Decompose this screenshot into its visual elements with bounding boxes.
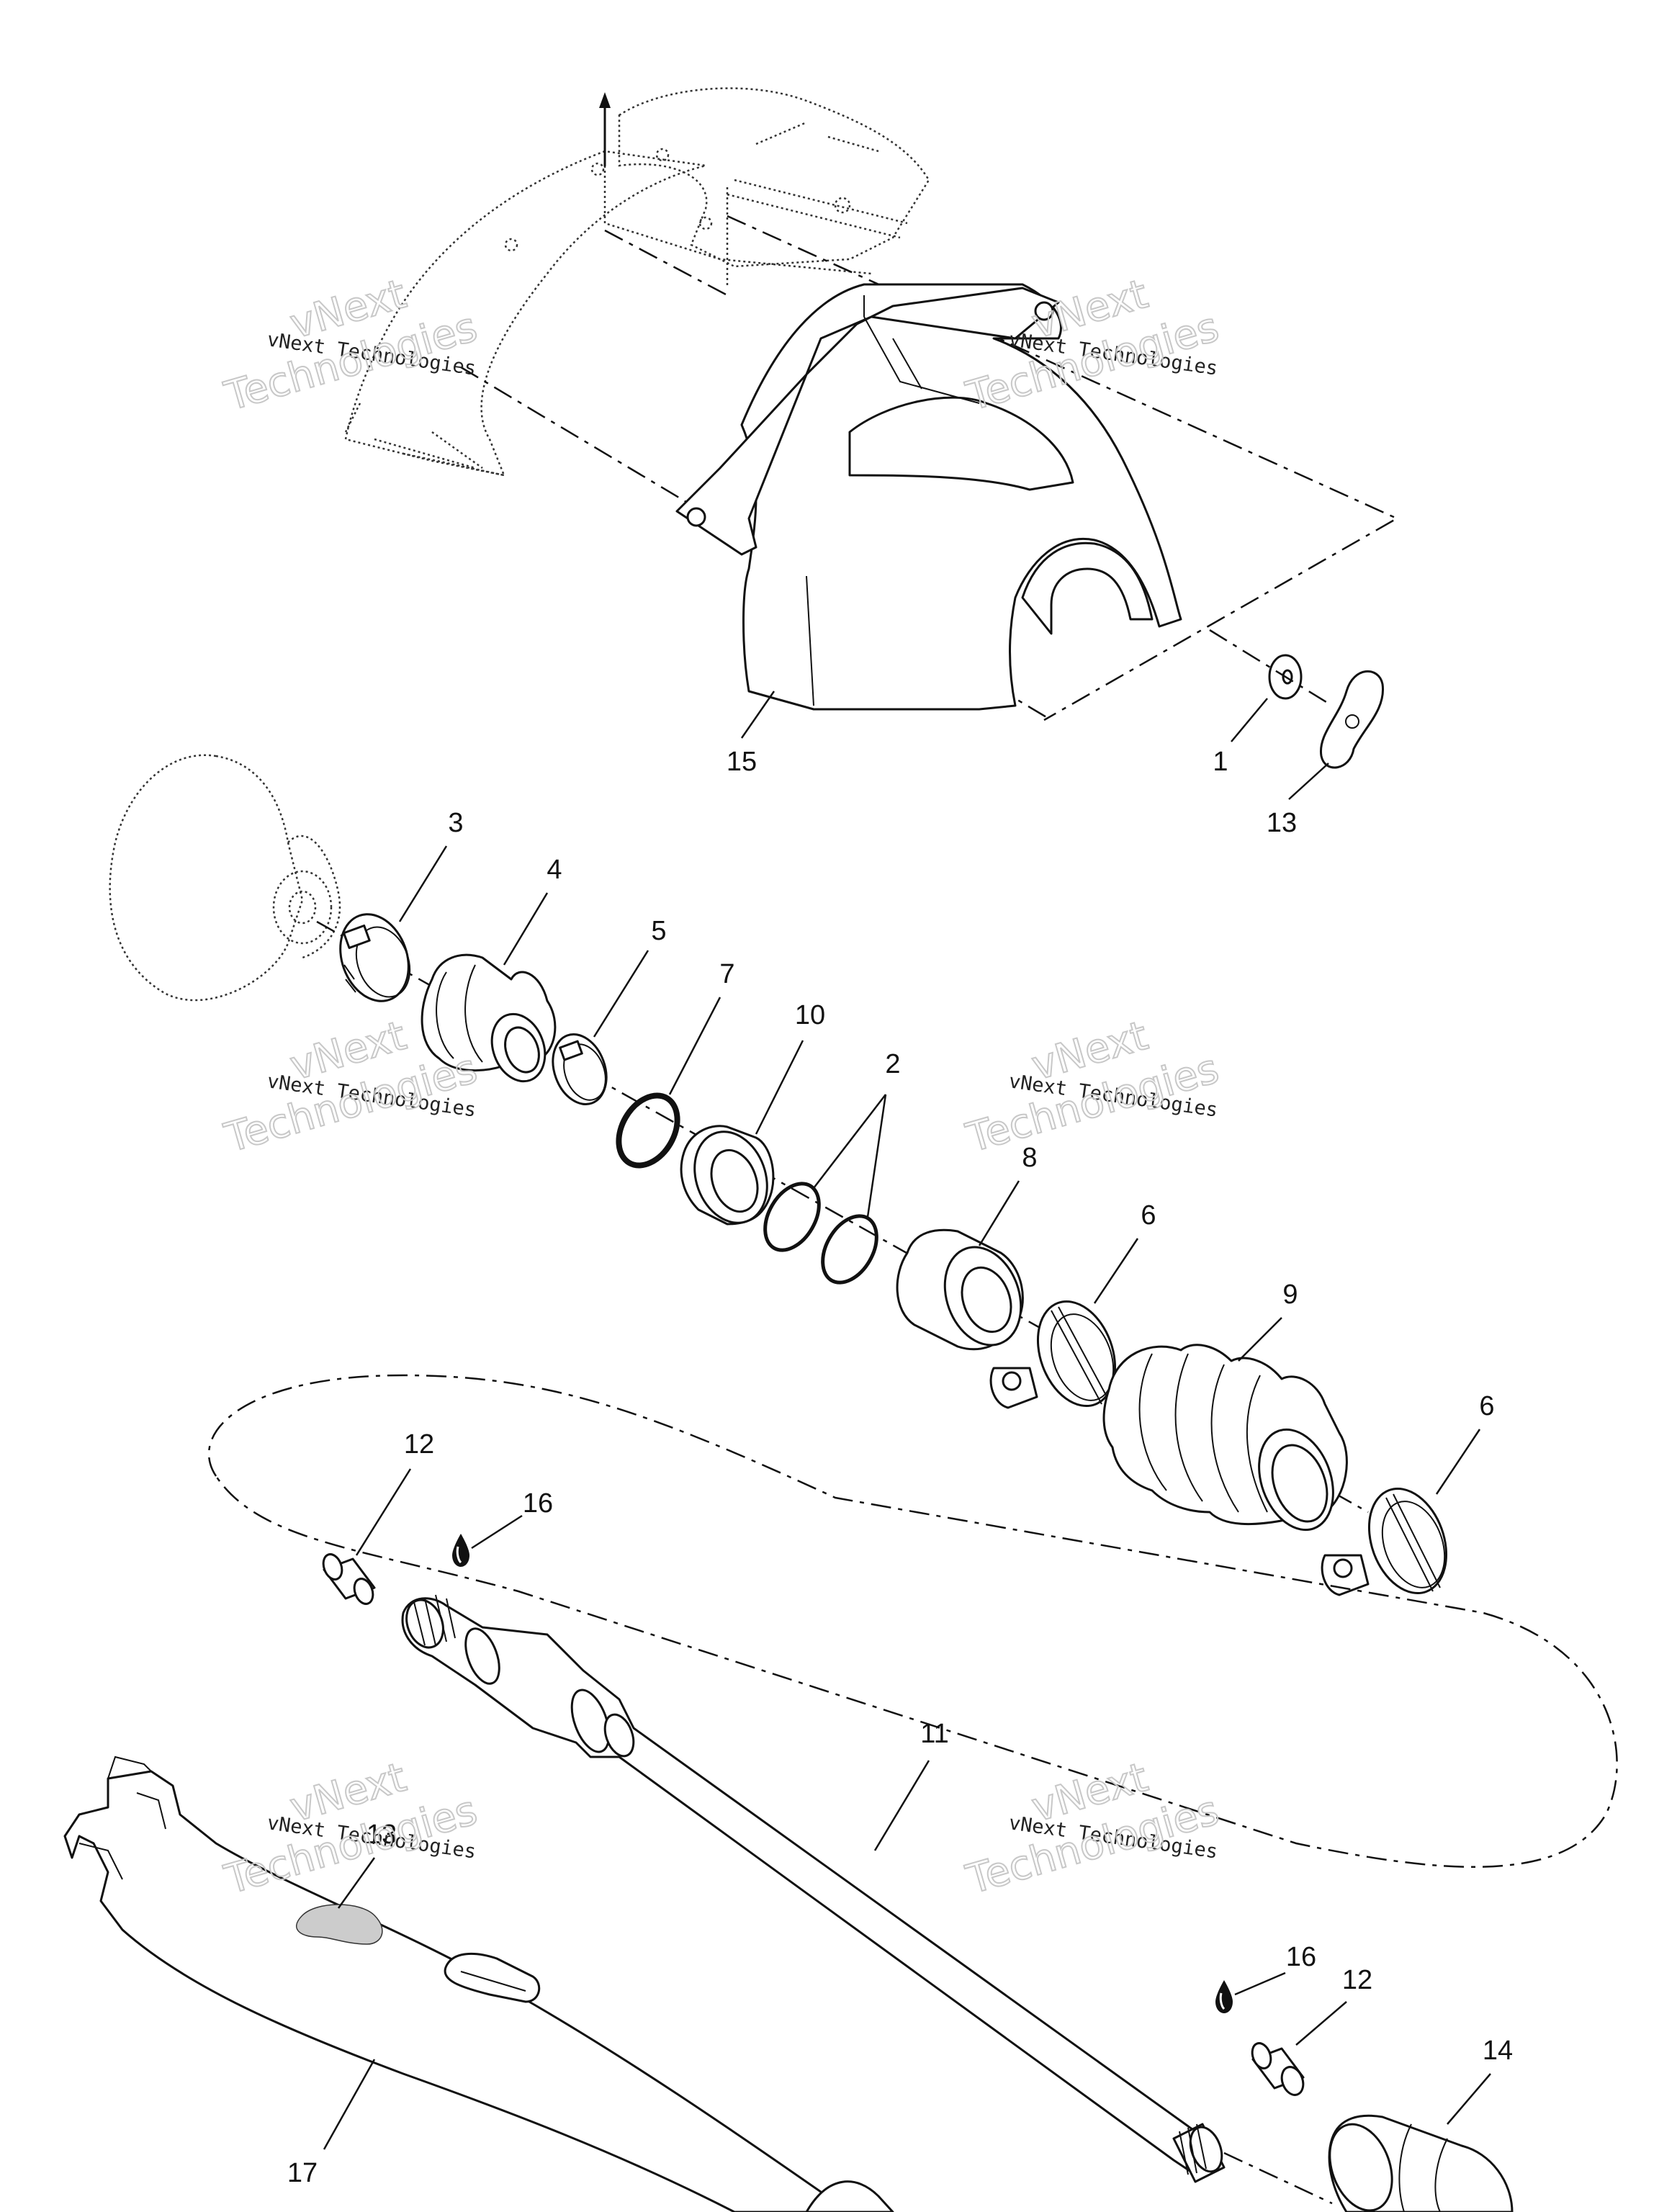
callout-number: 6 [1141, 1200, 1156, 1231]
wing-nut-part-13 [1319, 670, 1385, 769]
callout-number: 6 [1479, 1391, 1494, 1421]
callout-number: 4 [547, 855, 562, 885]
callout-number: 14 [1483, 2036, 1513, 2066]
jet-pump-cover-part-15 [675, 283, 1182, 711]
callout-13-sealant: 13 [337, 1820, 397, 1909]
callout-number: 5 [651, 916, 666, 946]
callout-number: 2 [885, 1049, 900, 1079]
callout-9: 9 [1238, 1280, 1298, 1362]
clamp-part-3 [339, 913, 411, 1002]
o-ring-part-2a [763, 1182, 821, 1252]
hull-reference-outline [344, 87, 930, 477]
callout-10: 10 [755, 1000, 825, 1135]
callout-number: 7 [719, 959, 734, 989]
callout-number: 15 [727, 747, 757, 777]
callout-2: 2 [813, 1049, 901, 1218]
bushing-part-10 [680, 1125, 775, 1226]
callout-number: 16 [1286, 1942, 1316, 1972]
watermark-middle-right: vNext Technologies vNext Technologies [961, 1012, 1225, 1163]
hose-clamp-part-6b [1321, 1487, 1448, 1596]
watermark-lower-right: vNext Technologies vNext Technologies [961, 1753, 1225, 1905]
callout-6b: 6 [1435, 1391, 1495, 1495]
callout-number: 17 [287, 2158, 318, 2188]
bearing-part-14 [1328, 2114, 1514, 2212]
callout-15: 15 [727, 691, 775, 777]
seal-carrier-part-8 [896, 1228, 1024, 1351]
clamp-part-5 [552, 1033, 608, 1105]
lubricant-drop-icon [452, 1534, 469, 1567]
sealant-area-marker [296, 1904, 383, 1945]
callout-12b: 12 [1295, 1965, 1372, 2046]
callout-11: 11 [873, 1719, 949, 1851]
callout-4: 4 [503, 855, 562, 966]
boot-part-9 [1102, 1344, 1348, 1532]
callout-number: 13 [1267, 808, 1297, 838]
callout-number: 8 [1022, 1143, 1037, 1173]
callout-number: 12 [1342, 1965, 1372, 1995]
lubricant-drop-icon [1215, 1980, 1233, 2013]
dowel-pin-part-12a [322, 1553, 376, 1605]
callout-3: 3 [398, 808, 464, 922]
callout-number: 11 [920, 1719, 948, 1749]
watermark-upper-left: vNext Technologies vNext Technologies [219, 270, 483, 421]
shaft-axis [1223, 2152, 1333, 2205]
callout-7: 7 [668, 959, 735, 1095]
callout-number: 9 [1282, 1280, 1298, 1310]
callout-17: 17 [287, 2059, 376, 2188]
callout-number: 12 [404, 1429, 434, 1460]
coupler-part-4 [421, 953, 557, 1083]
drive-shaft-part-11 [401, 1594, 1226, 2183]
callout-6a: 6 [1093, 1200, 1156, 1304]
callout-number: 13 [367, 1820, 397, 1850]
shaft-assembly-boundary [208, 1374, 1618, 1868]
callout-number: 1 [1213, 747, 1228, 777]
engine-flange-reference-outline [109, 754, 341, 1002]
callout-5: 5 [593, 916, 667, 1038]
fastener-axis [1209, 629, 1333, 707]
callout-13-nut: 13 [1267, 763, 1329, 838]
up-arrow-icon [599, 92, 611, 167]
o-ring-part-2b [821, 1214, 878, 1285]
callout-number: 10 [795, 1000, 825, 1030]
callout-1: 1 [1213, 698, 1268, 777]
hose-clamp-part-6a [989, 1300, 1117, 1409]
callout-16b: 16 [1234, 1942, 1316, 1996]
callout-12a: 12 [355, 1429, 434, 1556]
callout-16a: 16 [471, 1488, 553, 1550]
dowel-pin-part-12b [1251, 2042, 1305, 2096]
callout-14: 14 [1447, 2036, 1513, 2125]
callout-number: 3 [448, 808, 463, 838]
shaft-housing-part-17 [63, 1755, 894, 2212]
callout-number: 16 [523, 1488, 553, 1519]
callout-8: 8 [978, 1143, 1038, 1246]
watermark-lower-left: vNext Technologies vNext Technologies [219, 1753, 483, 1905]
o-ring-part-7 [616, 1092, 680, 1169]
